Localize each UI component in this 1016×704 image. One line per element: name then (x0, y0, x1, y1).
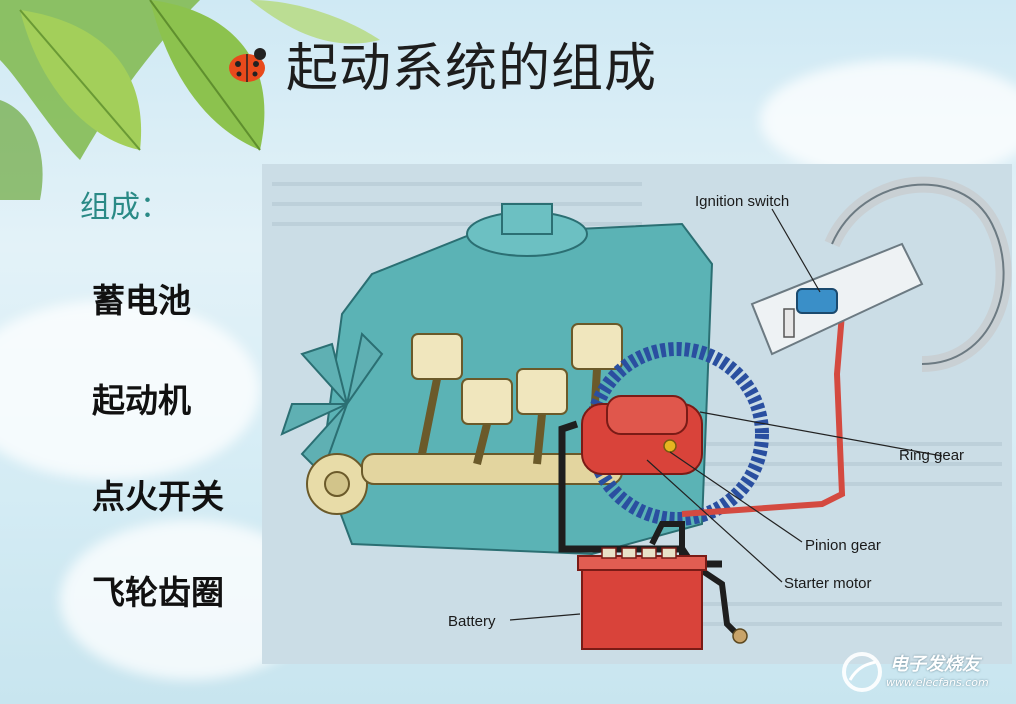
component-item-battery: 蓄电池 (92, 281, 191, 320)
starter-system-diagram: Ignition switch Ring gear Pinion gear St… (262, 164, 1012, 664)
components-heading: 组成： (80, 190, 170, 225)
diagram-illustration: Ignition switch Ring gear Pinion gear St… (272, 176, 1012, 650)
ring-gear-label: Ring gear (899, 447, 964, 464)
ladybug-icon (229, 48, 266, 82)
component-item-ignition-switch: 点火开关 (92, 477, 224, 516)
background-cloud (760, 60, 1016, 180)
slide-title: 起动系统的组成 (286, 39, 658, 99)
watermark-url: www.elecfans.com (886, 676, 989, 689)
ignition-switch-label: Ignition switch (695, 193, 789, 210)
component-item-starter: 起动机 (92, 381, 191, 420)
watermark-name: 电子发烧友 (890, 654, 980, 675)
starter-motor-label: Starter motor (784, 575, 872, 592)
battery-label: Battery (448, 613, 496, 630)
watermark-logo-icon (842, 652, 882, 692)
leaves-decoration (0, 0, 380, 200)
pinion-gear-label: Pinion gear (805, 537, 881, 554)
component-item-ring-gear: 飞轮齿圈 (92, 573, 224, 612)
background-cloud (0, 300, 260, 480)
